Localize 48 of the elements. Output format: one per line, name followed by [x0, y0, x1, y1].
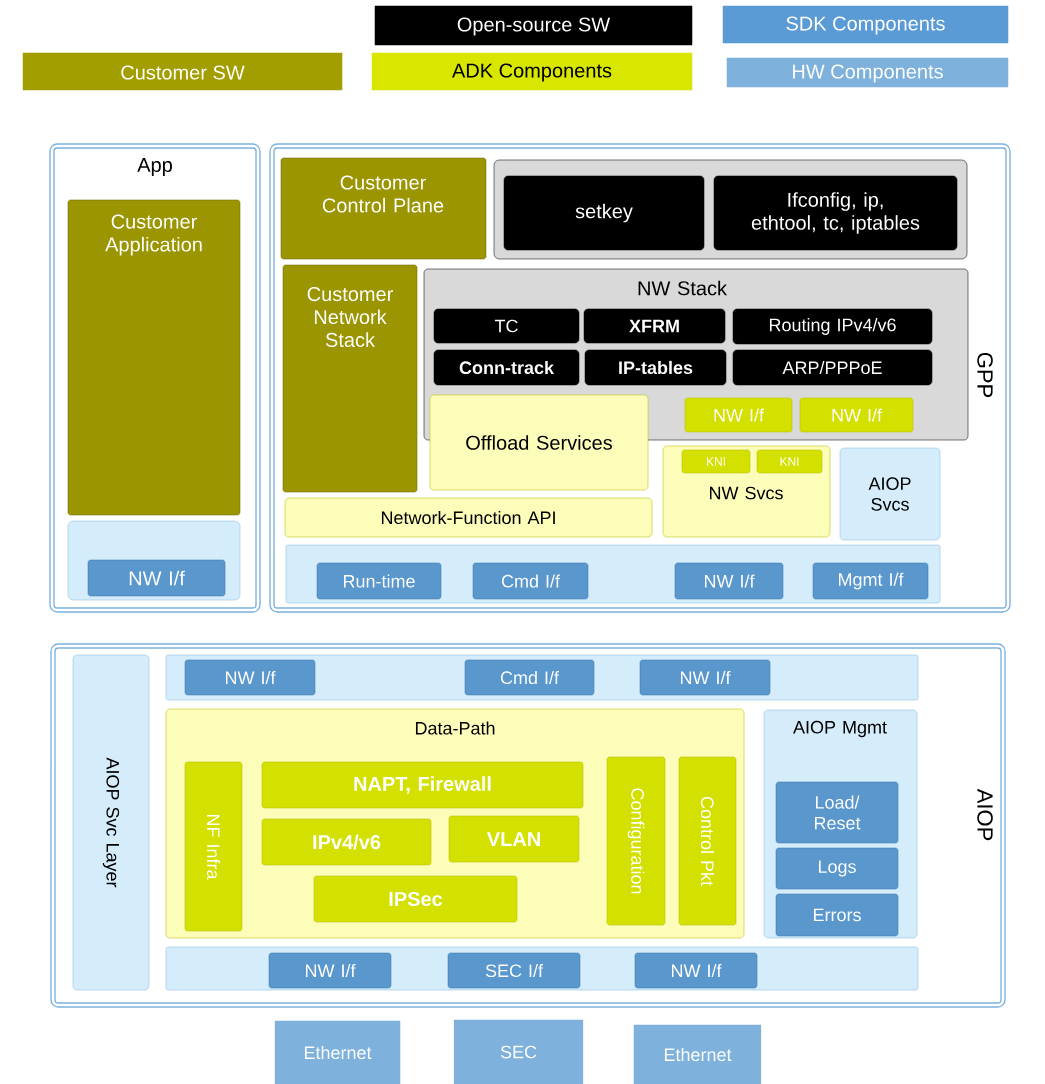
component-box: AIOP Svc Layer: [72, 654, 150, 991]
component-box: NAPT, Firewall: [261, 761, 584, 809]
component-box: KNI: [681, 449, 751, 474]
component-box: Cmd I/f: [472, 562, 589, 600]
component-box: NW I/f: [184, 659, 316, 696]
component-box: Network-Function API: [284, 497, 653, 538]
legend-item: Customer SW: [22, 52, 343, 91]
component-box: NW I/f: [674, 562, 784, 600]
component-box: Customer Network Stack: [282, 264, 418, 493]
component-box: ARP/PPPoE: [732, 349, 933, 386]
component-box: Cmd I/f: [464, 659, 595, 696]
hardware-box: Ethernet: [274, 1020, 401, 1084]
component-box: Ifconfig, ip, ethtool, tc, iptables: [713, 175, 958, 251]
component-box: Control Pkt: [678, 756, 737, 926]
component-box: NW I/f: [268, 952, 392, 989]
component-box: Logs: [775, 847, 899, 890]
component-box: NW I/f: [799, 397, 914, 433]
component-box: IPv4/v6: [261, 818, 432, 866]
component-box: IPSec: [313, 875, 518, 923]
component-box: AIOP Svcs: [839, 447, 941, 541]
component-box: Routing IPv4/v6: [732, 308, 933, 345]
component-box: Mgmt I/f: [812, 562, 929, 600]
legend-item: ADK Components: [371, 52, 693, 91]
hardware-box: SEC: [453, 1019, 584, 1084]
legend-item: Open-source SW: [374, 5, 693, 46]
component-box: Configuration: [606, 756, 666, 926]
legend-item: HW Components: [726, 57, 1009, 88]
component-box: KNI: [756, 449, 823, 474]
component-box: Customer Control Plane: [280, 157, 487, 260]
component-box: Run-time: [316, 562, 442, 600]
component-box: TC: [433, 308, 580, 344]
component-box: NW I/f: [634, 952, 758, 989]
component-box: Load/ Reset: [775, 781, 899, 844]
hardware-box: Ethernet: [633, 1024, 762, 1084]
component-box: Errors: [775, 893, 899, 937]
component-box: Customer Application: [67, 199, 241, 516]
component-box: NW I/f: [639, 659, 771, 696]
component-box: Conn-track: [433, 349, 580, 386]
component-box: SEC I/f: [447, 952, 581, 989]
component-box: NF Infra: [184, 761, 243, 932]
legend-item: SDK Components: [722, 5, 1009, 44]
component-box: NW I/f: [684, 397, 793, 433]
component-box: NW I/f: [87, 559, 226, 597]
component-box: setkey: [503, 175, 705, 251]
component-box: IP-tables: [584, 349, 727, 386]
component-box: VLAN: [448, 815, 580, 863]
component-box: XFRM: [583, 308, 726, 344]
component-box: Offload Services: [429, 394, 649, 491]
